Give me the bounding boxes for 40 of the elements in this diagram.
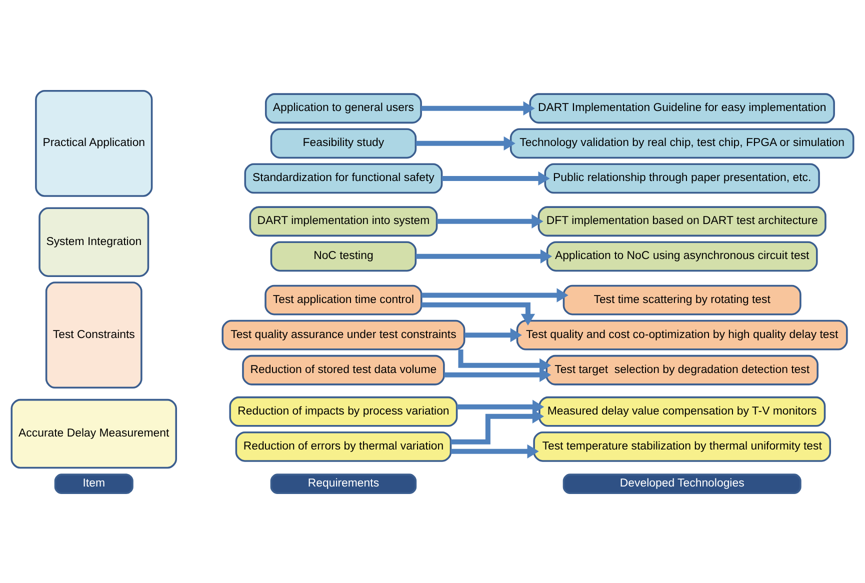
node-box: DART Implementation Guideline for easy implementation (529, 92, 835, 124)
node-box: Requirements (270, 473, 417, 494)
node-box: Application to NoC using asynchronous circuit test (546, 240, 818, 272)
node-box: Reduction of impacts by process variation (229, 396, 458, 426)
node-box: Practical Application (35, 89, 153, 196)
node-box: Item (54, 473, 134, 494)
arrow (422, 288, 568, 302)
node-box: Test application time control (264, 284, 422, 315)
node-box: Feasibility study (270, 128, 417, 158)
node-box: Test time scattering by rotating test (562, 284, 802, 315)
arrow (444, 367, 552, 382)
arrow (421, 100, 535, 115)
node-box: Test target selection by degradation detection test (546, 354, 818, 385)
node-box: DFT implementation based on DART test architecture (538, 206, 826, 236)
node-box: System Integration (38, 206, 150, 276)
node-box: Measured delay value compensation by T-V monitors (538, 396, 826, 426)
arrow (458, 349, 552, 372)
arrow (416, 248, 552, 264)
arrow (450, 444, 539, 458)
arrow (464, 327, 522, 342)
node-box: Public relationship through paper presentation, etc. (544, 162, 820, 194)
node-box: Standardization for functional safety (244, 162, 443, 194)
node-box: Technology validation by real chip, test chip, FPGA or simulation (510, 128, 854, 158)
node-box: Accurate Delay Measurement (10, 398, 178, 468)
arrow (456, 399, 544, 414)
arrow (442, 170, 550, 186)
node-box: Test quality assurance under test constraints (222, 319, 466, 350)
node-box: Test temperature stabilization by thermal uniformity test (533, 430, 832, 462)
node-box: DART implementation into system (249, 206, 438, 236)
arrow (436, 214, 544, 228)
node-box: Test Constraints (45, 281, 142, 388)
node-box: Reduction of stored test data volume (242, 354, 445, 385)
arrow (450, 408, 544, 444)
node-box: Reduction of errors by thermal variation (235, 430, 452, 462)
node-box: NoC testing (270, 240, 417, 272)
arrow (416, 136, 516, 150)
arrow (421, 302, 536, 325)
node-box: Application to general users (264, 92, 422, 124)
node-box: Test quality and cost co-optimization by high quality delay test (516, 319, 848, 350)
node-box: Developed Technologies (562, 473, 802, 494)
